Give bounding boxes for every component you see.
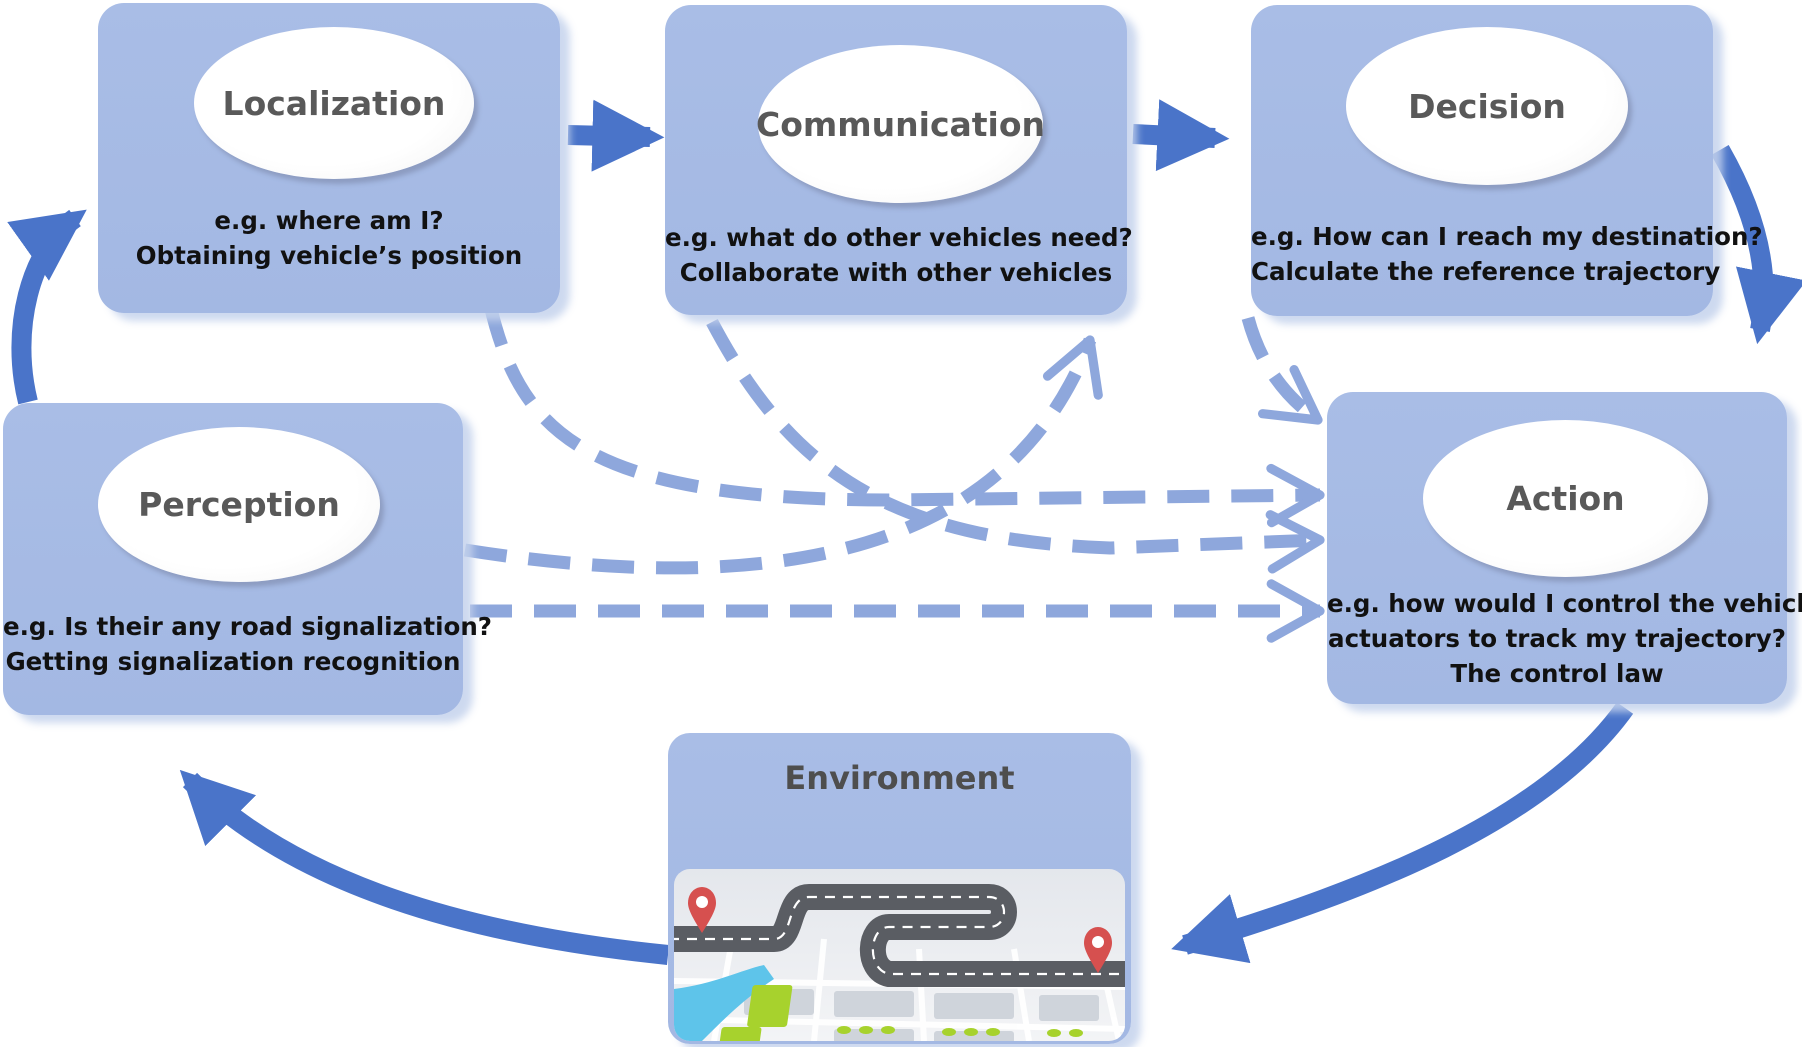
communication-box: Communication e.g. what do other vehicle… bbox=[665, 5, 1133, 315]
communication-line-2: Collaborate with other vehicles bbox=[679, 258, 1113, 287]
dashed-perception-to-communication bbox=[463, 335, 1103, 575]
perception-ellipse: Perception bbox=[98, 427, 380, 582]
perception-box: Perception e.g. Is their any road signal… bbox=[3, 403, 492, 715]
environment-box: Environment bbox=[668, 733, 1131, 1044]
solid-arrows bbox=[7, 99, 1802, 965]
decision-line-2: Calculate the reference trajectory bbox=[1251, 257, 1721, 286]
dashed-decision-to-action bbox=[1241, 316, 1323, 426]
environment-title: Environment bbox=[784, 759, 1015, 797]
decision-title: Decision bbox=[1408, 86, 1566, 126]
decision-ellipse: Decision bbox=[1346, 27, 1628, 185]
localization-box: Localization e.g. where am I? Obtaining … bbox=[98, 3, 560, 313]
arrow-localization-to-communication bbox=[567, 99, 665, 172]
communication-description: e.g. what do other vehicles need? Collab… bbox=[665, 220, 1133, 290]
perception-line-2: Getting signalization recognition bbox=[5, 647, 461, 676]
decision-description: e.g. How can I reach my destination? Cal… bbox=[1251, 219, 1763, 289]
arrow-decision-to-action bbox=[1711, 145, 1802, 345]
localization-description: e.g. where am I? Obtaining vehicle’s pos… bbox=[98, 203, 560, 273]
decision-box: Decision e.g. How can I reach my destina… bbox=[1251, 5, 1763, 316]
road-map-icon bbox=[674, 869, 1125, 1041]
dashed-localization-to-action bbox=[483, 303, 1325, 528]
action-title: Action bbox=[1506, 479, 1625, 518]
localization-line-2: Obtaining vehicle’s position bbox=[135, 241, 523, 270]
action-ellipse: Action bbox=[1423, 420, 1708, 577]
arrow-environment-to-perception bbox=[179, 769, 670, 965]
arrow-action-to-environment bbox=[1171, 702, 1634, 964]
perception-line-1: e.g. Is their any road signalization? bbox=[3, 612, 492, 641]
arrow-communication-to-decision bbox=[1132, 99, 1230, 172]
action-line-2: actuators to track my trajectory? bbox=[1328, 624, 1786, 653]
action-box: Action e.g. how would I control the vehi… bbox=[1327, 392, 1802, 704]
location-pin-icon bbox=[688, 887, 716, 933]
action-line-1: e.g. how would I control the vehicle’s bbox=[1327, 589, 1802, 618]
communication-title: Communication bbox=[755, 104, 1046, 144]
perception-title: Perception bbox=[138, 485, 340, 524]
decision-line-1: e.g. How can I reach my destination? bbox=[1251, 222, 1763, 251]
location-pin-icon bbox=[1084, 927, 1112, 973]
action-description: e.g. how would I control the vehicle’s a… bbox=[1327, 586, 1802, 691]
communication-line-1: e.g. what do other vehicles need? bbox=[665, 223, 1133, 252]
dashed-communication-to-action bbox=[706, 318, 1325, 574]
localization-ellipse: Localization bbox=[194, 27, 474, 179]
localization-line-1: e.g. where am I? bbox=[214, 206, 444, 235]
action-line-3: The control law bbox=[1450, 659, 1664, 688]
dashed-arrows bbox=[463, 303, 1325, 643]
perception-description: e.g. Is their any road signalization? Ge… bbox=[3, 609, 492, 679]
arrow-perception-to-localization bbox=[7, 209, 87, 405]
communication-ellipse: Communication bbox=[755, 45, 1046, 203]
localization-title: Localization bbox=[222, 83, 446, 123]
